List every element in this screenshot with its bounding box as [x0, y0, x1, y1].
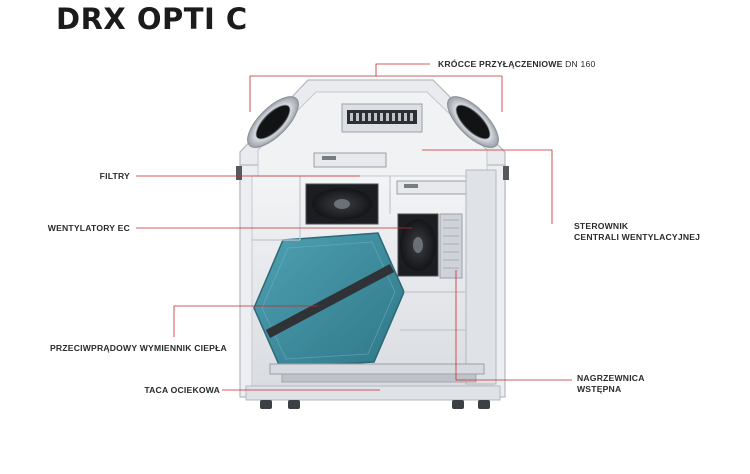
label-taca: TACA OCIEKOWA [144, 385, 220, 395]
label-nagrzewnica-line-2: WSTĘPNA [577, 384, 622, 394]
label-krocce: KRÓCCE PRZYŁĄCZENIOWE DN 160 [438, 59, 595, 70]
leader-sterownik [422, 149, 553, 224]
fan-ec-right [397, 213, 439, 277]
leader-wymiennik [173, 305, 318, 337]
label-sterownik-line-2: CENTRALI WENTYLACYJNEJ [574, 232, 701, 242]
heat-exchanger [253, 232, 405, 368]
page-title: DRX OPTI C [56, 2, 248, 36]
label-nagrzewnica-line-1: NAGRZEWNICA [577, 373, 645, 383]
duct-connector-right [447, 96, 499, 148]
fan-ec-top [305, 183, 379, 225]
duct-connector-left [247, 96, 299, 148]
label-wentylatory: WENTYLATORY EC [47, 223, 130, 233]
label-sterownik: STEROWNIK CENTRALI WENTYLACYJNEJ [574, 221, 700, 243]
label-wymiennik: PRZECIWPRĄDOWY WYMIENNIK CIEPŁA [50, 343, 227, 353]
label-krocce-text: KRÓCCE PRZYŁĄCZENIOWE [438, 59, 563, 69]
filter-right [396, 180, 468, 195]
label-sterownik-line-1: STEROWNIK [574, 221, 629, 231]
leader-lines [136, 63, 572, 391]
pre-heater [439, 213, 463, 279]
drip-tray [269, 363, 485, 383]
filter-top [313, 152, 387, 168]
controller-unit [341, 103, 423, 133]
right-channel [465, 169, 497, 385]
label-filtry: FILTRY [99, 171, 130, 181]
label-krocce-suffix: DN 160 [565, 59, 596, 69]
label-nagrzewnica: NAGRZEWNICA WSTĘPNA [577, 373, 645, 395]
leader-nagrzewnica [455, 270, 572, 381]
